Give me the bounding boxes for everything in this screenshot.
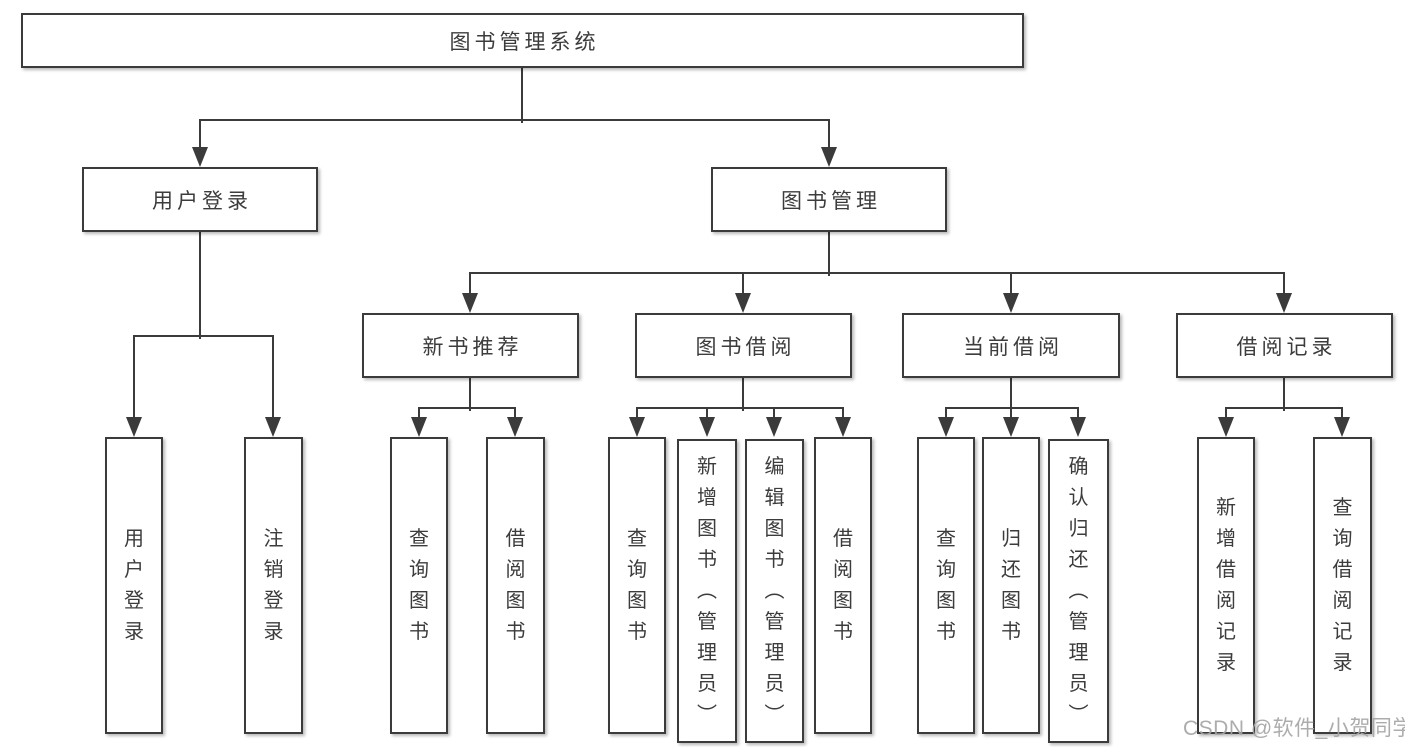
- arrowhead: [126, 417, 142, 437]
- leaf-label: 查 询 图 书: [409, 527, 429, 643]
- leaf-bb-edit-books-admin: 编 辑 图 书 ︵ 管 理 员 ︶: [745, 439, 804, 743]
- leaf-label: 查 询 图 书: [627, 527, 647, 643]
- arrowhead: [766, 417, 782, 437]
- connector-drop-leaf: [514, 409, 516, 417]
- group-label: 借阅记录: [1236, 335, 1337, 359]
- leaf-label: 借 阅 图 书: [833, 527, 853, 643]
- arrowhead: [835, 417, 851, 437]
- arrowhead: [1276, 293, 1292, 313]
- leaf-label: 查 询 图 书: [936, 527, 956, 643]
- arrowhead: [192, 147, 208, 167]
- node-user-login-label: 用户登录: [152, 189, 252, 213]
- node-book-management: 图书管理: [711, 167, 947, 232]
- leaf-label: 确 认 归 还 ︵ 管 理 员 ︶: [1068, 455, 1089, 726]
- connector-drop-leaf: [706, 409, 708, 417]
- connector-drop-leaf: [418, 409, 420, 417]
- arrowhead: [699, 417, 715, 437]
- leaf-nbr-borrow-books: 借 阅 图 书: [486, 437, 545, 734]
- connector-drop-group: [742, 274, 744, 293]
- connector-level2-bar: [469, 272, 1285, 274]
- node-group-new-book-recommend: 新书推荐: [362, 313, 579, 378]
- connector-group-stub: [469, 378, 471, 411]
- connector-user-bar: [133, 335, 274, 337]
- node-root-label: 图书管理系统: [449, 30, 600, 54]
- connector-group-bar: [945, 407, 1079, 409]
- arrowhead: [1334, 417, 1350, 437]
- arrowhead: [462, 293, 478, 313]
- connector-drop-leaf: [1010, 409, 1012, 417]
- leaf-user-login: 用 户 登 录: [105, 437, 163, 734]
- connector-drop-group: [1283, 274, 1285, 293]
- leaf-label: 查 询 借 阅 记 录: [1332, 496, 1353, 674]
- connector-drop-leaf: [1225, 409, 1227, 417]
- node-group-current-borrow: 当前借阅: [902, 313, 1120, 378]
- arrowhead: [507, 417, 523, 437]
- connector-root-stub: [521, 68, 523, 123]
- connector-drop-leaf: [945, 409, 947, 417]
- leaf-label: 归 还 图 书: [1001, 527, 1021, 643]
- connector-drop-leaf: [1341, 409, 1343, 417]
- arrowhead: [411, 417, 427, 437]
- group-label: 当前借阅: [963, 335, 1063, 359]
- arrowhead: [821, 147, 837, 167]
- connector-drop-user-login: [199, 121, 201, 147]
- leaf-cb-return-books: 归 还 图 书: [982, 437, 1040, 734]
- connector-drop-leaf: [636, 409, 638, 417]
- arrowhead: [1070, 417, 1086, 437]
- node-group-book-borrow: 图书借阅: [635, 313, 852, 378]
- connector-drop-leaf: [842, 409, 844, 417]
- leaf-user-login-label: 用 户 登 录: [124, 527, 144, 643]
- leaf-logout: 注 销 登 录: [244, 437, 303, 734]
- connector-drop-group: [1010, 274, 1012, 293]
- node-book-management-label: 图书管理: [781, 189, 881, 213]
- leaf-label: 编 辑 图 书 ︵ 管 理 员 ︶: [764, 455, 785, 726]
- connector-group-bar: [418, 407, 516, 409]
- csdn-watermark: CSDN @软件_小贺同学: [1183, 717, 1405, 740]
- connector-drop-leaf: [133, 337, 135, 417]
- node-user-login: 用户登录: [82, 167, 318, 232]
- connector-group-stub: [742, 378, 744, 411]
- connector-drop-group: [469, 274, 471, 293]
- connector-group-stub: [1010, 378, 1012, 411]
- connector-drop-book-management: [828, 121, 830, 147]
- connector-group-bar: [636, 407, 844, 409]
- leaf-nbr-query-books: 查 询 图 书: [390, 437, 448, 734]
- connector-drop-leaf: [1077, 409, 1079, 417]
- connector-group-stub: [1283, 378, 1285, 411]
- node-group-borrow-records: 借阅记录: [1176, 313, 1393, 378]
- connector-drop-leaf: [773, 409, 775, 417]
- leaf-bb-query-books: 查 询 图 书: [608, 437, 666, 734]
- connector-group-bar: [1225, 407, 1343, 409]
- group-label: 图书借阅: [695, 335, 796, 359]
- leaf-bb-add-books-admin: 新 增 图 书 ︵ 管 理 员 ︶: [677, 439, 737, 743]
- arrowhead: [938, 417, 954, 437]
- leaf-br-add-record: 新 增 借 阅 记 录: [1197, 437, 1255, 734]
- leaf-logout-label: 注 销 登 录: [263, 527, 284, 643]
- connector-level1-bar: [199, 119, 830, 121]
- connector-mgmt-stub: [828, 232, 830, 276]
- connector-drop-leaf: [272, 337, 274, 417]
- arrowhead: [629, 417, 645, 437]
- leaf-cb-confirm-return-admin: 确 认 归 还 ︵ 管 理 员 ︶: [1048, 439, 1109, 743]
- connector-user-stub: [199, 232, 201, 339]
- leaf-bb-borrow-books: 借 阅 图 书: [814, 437, 872, 734]
- leaf-label: 新 增 借 阅 记 录: [1216, 496, 1236, 674]
- leaf-label: 借 阅 图 书: [505, 527, 526, 643]
- node-root: 图书管理系统: [21, 13, 1024, 68]
- leaf-cb-query-books: 查 询 图 书: [917, 437, 975, 734]
- arrowhead: [1218, 417, 1234, 437]
- leaf-label: 新 增 图 书 ︵ 管 理 员 ︶: [697, 455, 717, 726]
- arrowhead: [265, 417, 281, 437]
- arrowhead: [1003, 417, 1019, 437]
- leaf-br-query-record: 查 询 借 阅 记 录: [1313, 437, 1372, 734]
- group-label: 新书推荐: [422, 335, 523, 359]
- arrowhead: [1003, 293, 1019, 313]
- arrowhead: [735, 293, 751, 313]
